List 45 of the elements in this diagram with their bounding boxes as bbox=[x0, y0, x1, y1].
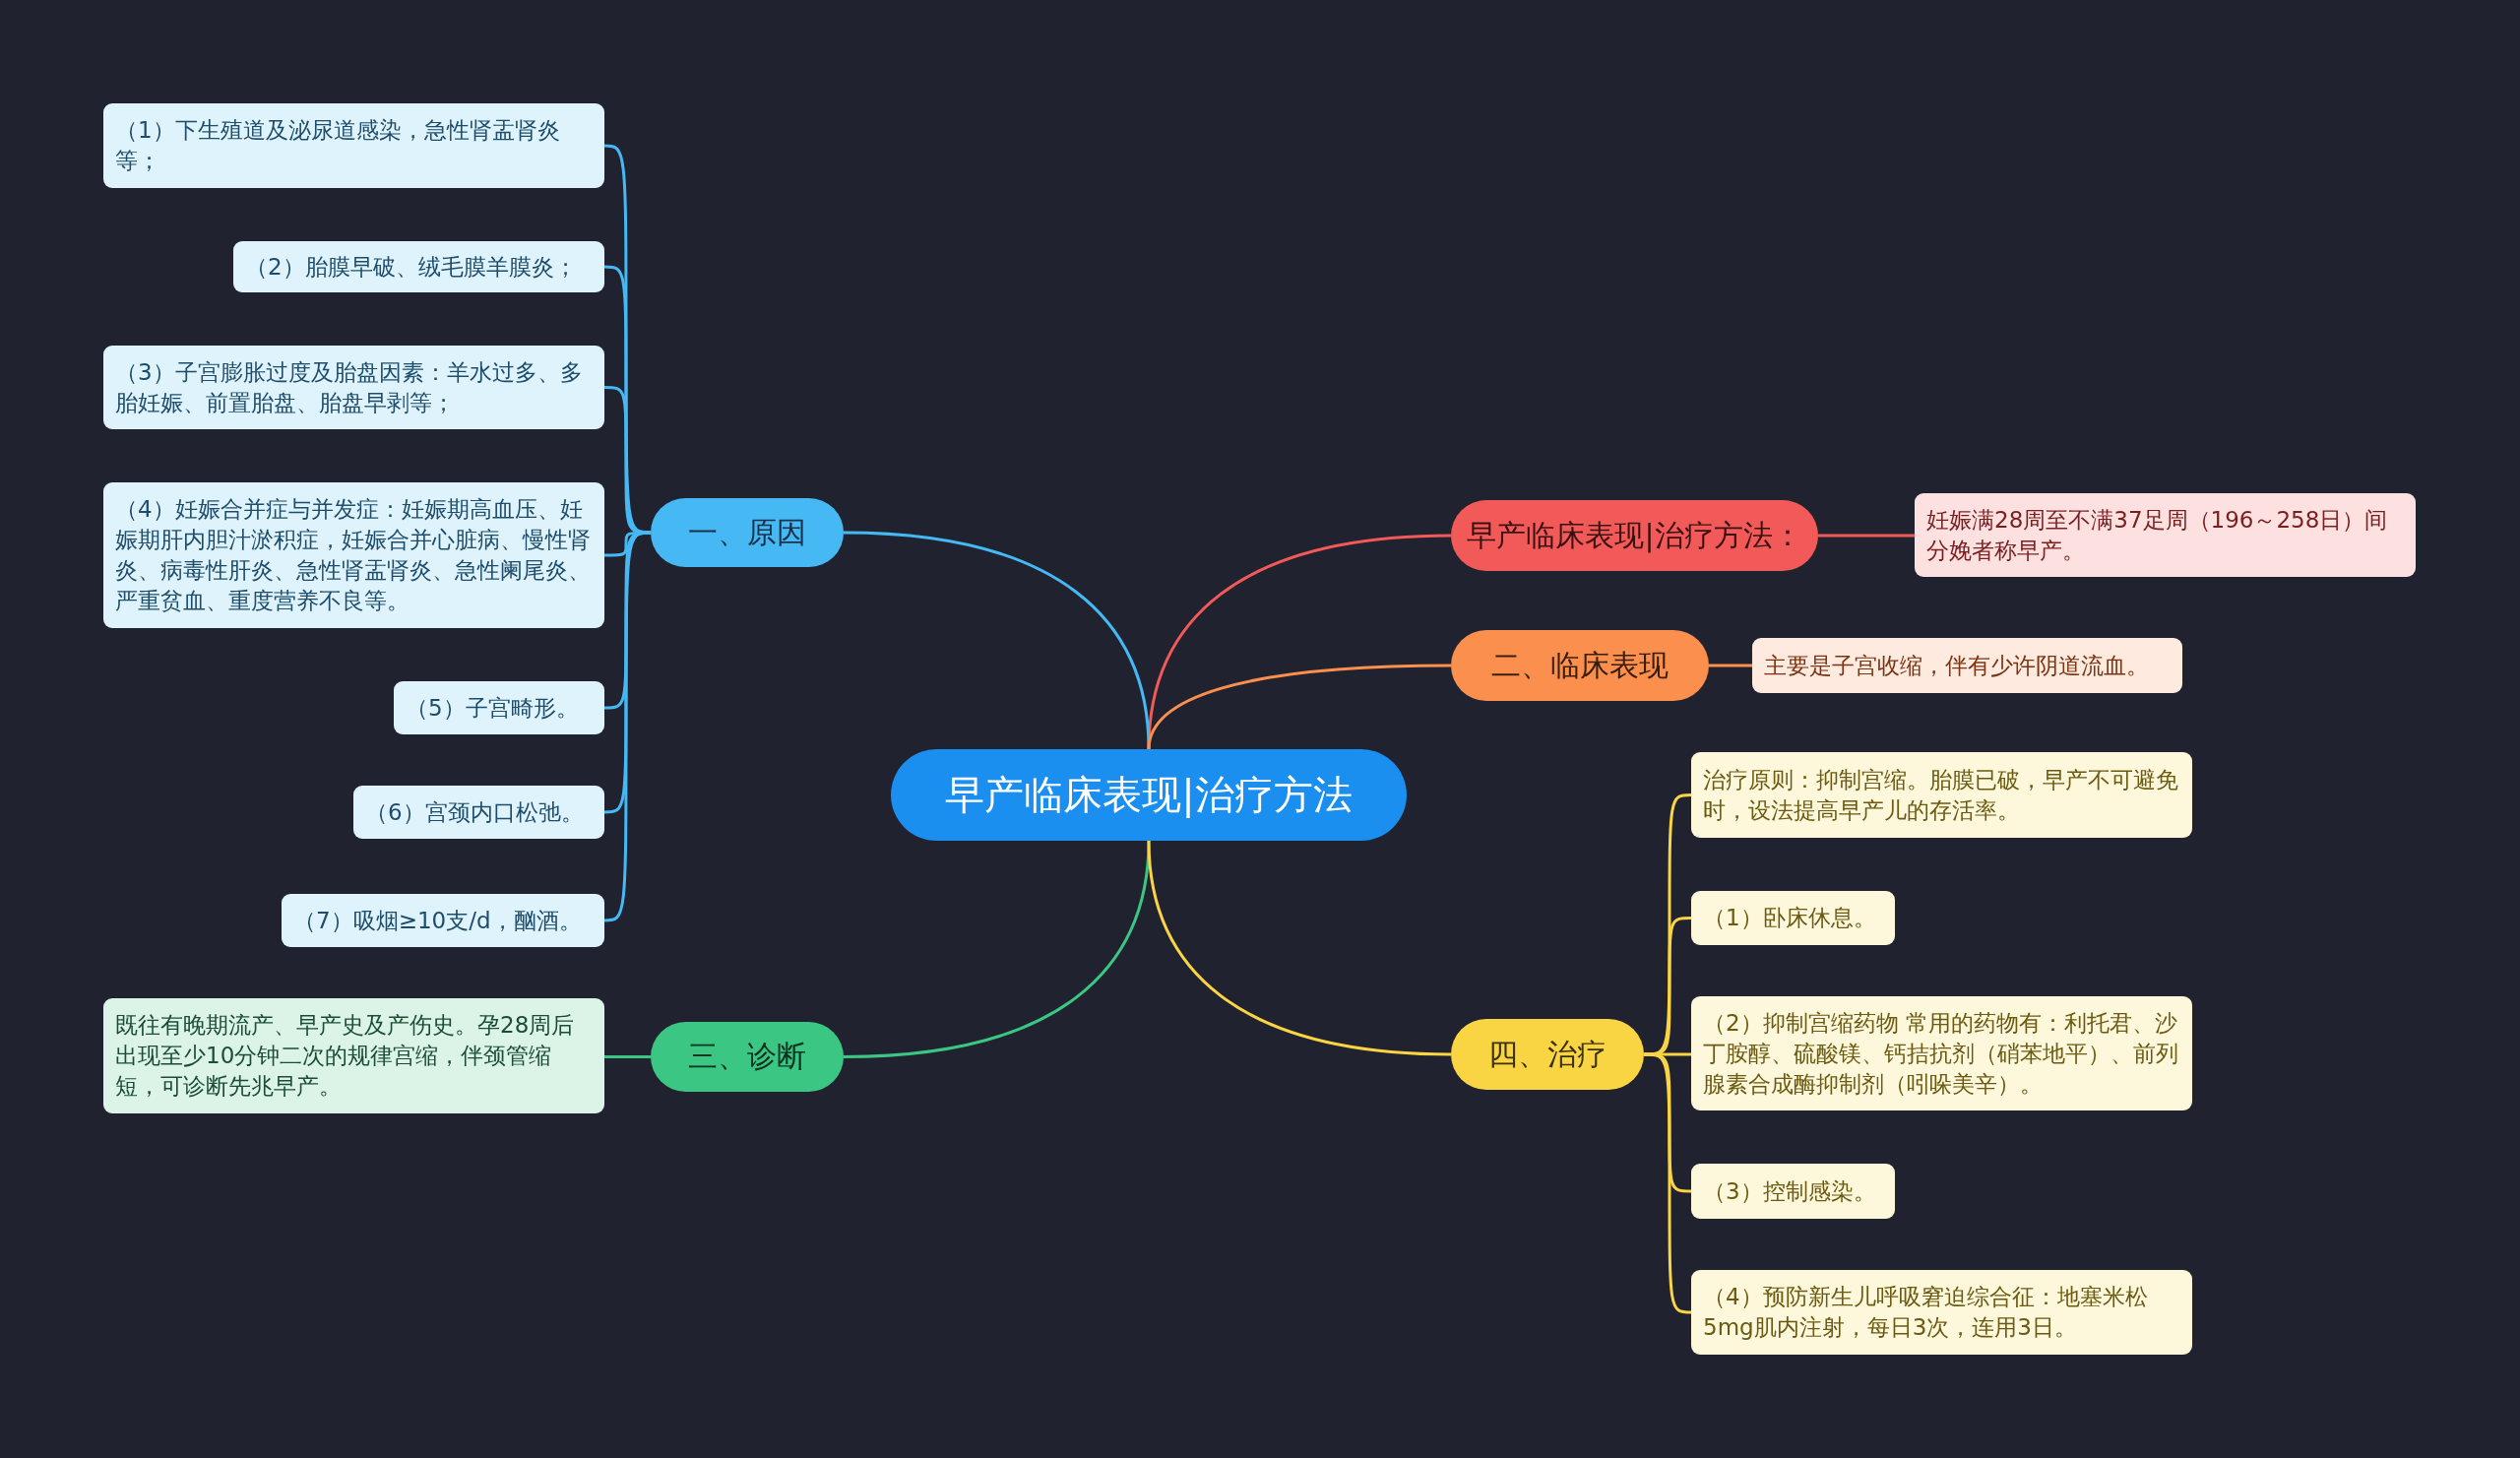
subtopic-card bbox=[103, 998, 604, 1113]
connector-line bbox=[1709, 664, 1752, 667]
connector-line bbox=[843, 531, 1151, 750]
topic-text: （6）宫颈内口松弛。 bbox=[365, 797, 584, 827]
connector-line bbox=[604, 1055, 651, 1058]
topic-text: （2）胎膜早破、绒毛膜羊膜炎； bbox=[245, 252, 577, 282]
subtopic-card bbox=[1752, 638, 2182, 693]
subtopic-card bbox=[1691, 1164, 1895, 1219]
subtopic-card bbox=[103, 482, 604, 628]
connector-line bbox=[1644, 917, 1691, 1056]
topic-text: （3）子宫膨胀过度及胎盘因素：羊水过多、多胎妊娠、前置胎盘、胎盘早剥等； bbox=[115, 357, 584, 417]
topic-text: 一、原因 bbox=[688, 513, 806, 551]
subtopic-card bbox=[1691, 752, 2192, 838]
topic-text: （3）控制感染。 bbox=[1703, 1176, 1876, 1206]
subtopic-card bbox=[103, 346, 604, 429]
connector-line bbox=[1818, 534, 1915, 538]
subtopic-card bbox=[282, 894, 604, 947]
subtopic-card bbox=[1915, 493, 2416, 577]
connector-line bbox=[1147, 840, 1452, 1056]
subtopic-card bbox=[233, 241, 604, 292]
subtopic-card bbox=[353, 786, 604, 839]
connector-line bbox=[1147, 664, 1452, 750]
topic-text: 既往有晚期流产、早产史及产伤史。孕28周后出现至少10分钟二次的规律宫缩，伴颈管缩短，可诊断先兆早产。 bbox=[115, 1011, 576, 1101]
subtopic-card bbox=[1691, 891, 1895, 945]
subtopic-card bbox=[394, 681, 604, 734]
topic-text: （4）预防新生儿呼吸窘迫综合征：地塞米松5mg肌内注射，每日3次，连用3日。 bbox=[1703, 1283, 2149, 1342]
topic-text: 主要是子宫收缩，伴有少许阴道流血。 bbox=[1764, 651, 2149, 680]
connector-line bbox=[603, 531, 652, 922]
subtopic-card bbox=[1691, 1270, 2192, 1355]
subtopic-card bbox=[103, 103, 604, 188]
topic-text: （2）抑制宫缩药物 常用的药物有：利托君、沙丁胺醇、硫酸镁、钙拮抗剂（硝苯地平）、前列腺素合成酶抑制剂（吲哚美辛）。 bbox=[1703, 1008, 2179, 1099]
topic-text: （7）吸烟≥10支/d，酗酒。 bbox=[293, 906, 582, 935]
topic-text: 治疗原则：抑制宫缩。胎膜已破，早产不可避免时，设法提高早产儿的存活率。 bbox=[1703, 765, 2179, 825]
topic-text: （1）下生殖道及泌尿道感染，急性肾盂肾炎等； bbox=[115, 116, 561, 175]
topic-text: 早产临床表现|治疗方法： bbox=[1467, 516, 1802, 555]
topic-text: 四、治疗 bbox=[1488, 1035, 1606, 1073]
topic-text: （4）妊娠合并症与并发症：妊娠期高血压、妊娠期肝内胆汁淤积症，妊娠合并心脏病、慢性肾炎、病毒性肝炎、急性肾盂肾炎、急性阑尾炎、严重贫血、重度营养不良等。 bbox=[115, 495, 592, 615]
connector-line bbox=[843, 840, 1151, 1058]
topic-text: （5）子宫畸形。 bbox=[406, 693, 579, 723]
topic-text: 三、诊断 bbox=[688, 1038, 806, 1075]
topic-text: 早产临床表现|治疗方法 bbox=[945, 771, 1353, 820]
topic-text: 二、临床表现 bbox=[1491, 646, 1669, 684]
topic-text: 妊娠满28周至不满37足周（196～258日）间分娩者称早产。 bbox=[1926, 505, 2389, 565]
subtopic-card bbox=[1691, 996, 2192, 1110]
topic-text: （1）卧床休息。 bbox=[1703, 904, 1876, 932]
